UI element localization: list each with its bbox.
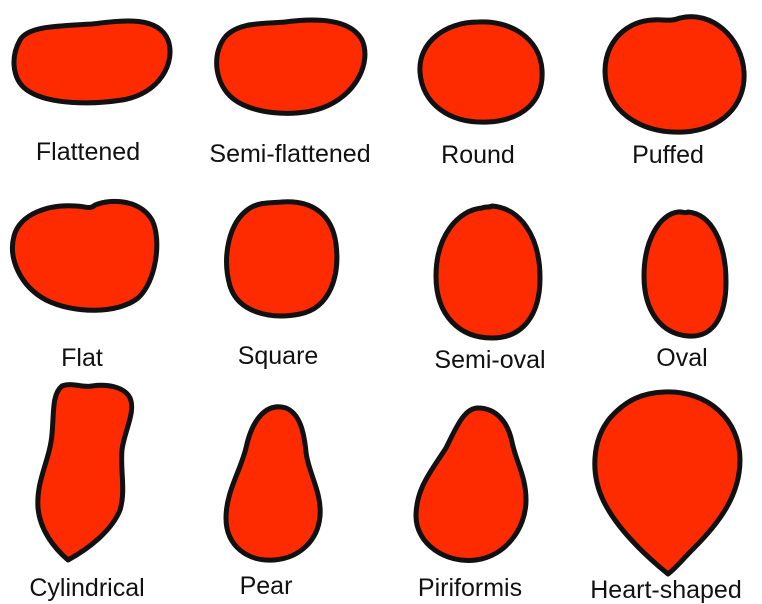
label-flat: Flat: [61, 346, 103, 371]
label-heart-shaped: Heart-shaped: [590, 578, 741, 603]
label-puffed: Puffed: [632, 143, 704, 168]
shape-oval: [644, 212, 726, 336]
shape-semi-flattened: [217, 20, 365, 113]
shape-flattened: [14, 21, 170, 103]
label-cylindrical: Cylindrical: [29, 576, 144, 601]
shape-heart-shaped: [595, 392, 740, 574]
label-oval: Oval: [656, 346, 707, 371]
label-square: Square: [238, 344, 319, 369]
shape-cylindrical: [38, 385, 132, 560]
label-flattened: Flattened: [36, 140, 140, 165]
shape-semi-oval: [436, 206, 540, 338]
label-semi-oval: Semi-oval: [434, 348, 545, 373]
label-round: Round: [441, 143, 515, 168]
shape-piriformis: [416, 408, 526, 561]
label-semi-flattened: Semi-flattened: [209, 142, 370, 167]
shape-pear: [226, 407, 320, 560]
label-pear: Pear: [240, 574, 293, 599]
shape-puffed: [605, 17, 744, 133]
label-piriformis: Piriformis: [418, 576, 522, 601]
shape-square: [227, 202, 337, 316]
shape-round: [420, 22, 542, 122]
shape-flat: [12, 201, 156, 310]
